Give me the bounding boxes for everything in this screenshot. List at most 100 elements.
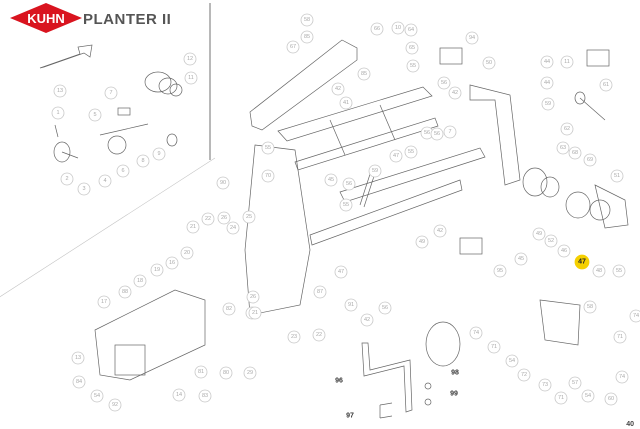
part-callout-56[interactable]: 56 [378, 301, 392, 315]
part-label-99[interactable]: 99 [448, 388, 460, 400]
part-callout-70[interactable]: 70 [261, 169, 275, 183]
part-callout-73[interactable]: 73 [538, 378, 552, 392]
part-callout-94[interactable]: 94 [465, 31, 479, 45]
part-callout-42[interactable]: 42 [360, 313, 374, 327]
part-callout-49[interactable]: 49 [532, 227, 546, 241]
part-callout-52[interactable]: 52 [544, 234, 558, 248]
part-callout-11[interactable]: 11 [560, 55, 574, 69]
part-callout-42[interactable]: 42 [448, 86, 462, 100]
part-callout-81[interactable]: 81 [194, 365, 208, 379]
part-callout-58[interactable]: 58 [300, 13, 314, 27]
part-callout-12[interactable]: 12 [183, 52, 197, 66]
part-callout-23[interactable]: 23 [287, 330, 301, 344]
part-callout-21[interactable]: 21 [186, 220, 200, 234]
part-callout-25[interactable]: 25 [242, 210, 256, 224]
part-callout-74[interactable]: 74 [629, 309, 640, 323]
part-callout-2[interactable]: 2 [60, 172, 74, 186]
part-callout-71[interactable]: 71 [613, 330, 627, 344]
part-callout-22[interactable]: 22 [312, 328, 326, 342]
part-callout-26[interactable]: 26 [217, 211, 231, 225]
part-callout-21[interactable]: 21 [248, 306, 262, 320]
part-callout-26[interactable]: 26 [246, 290, 260, 304]
part-callout-44[interactable]: 44 [540, 76, 554, 90]
part-callout-45[interactable]: 45 [514, 252, 528, 266]
part-callout-22[interactable]: 22 [201, 212, 215, 226]
part-callout-49[interactable]: 49 [415, 235, 429, 249]
part-callout-10[interactable]: 10 [391, 21, 405, 35]
part-callout-82[interactable]: 82 [222, 302, 236, 316]
part-callout-41[interactable]: 41 [339, 96, 353, 110]
part-callout-7[interactable]: 7 [104, 86, 118, 100]
part-callout-88[interactable]: 88 [118, 285, 132, 299]
part-callout-56[interactable]: 56 [430, 127, 444, 141]
part-callout-8[interactable]: 8 [136, 154, 150, 168]
part-callout-55[interactable]: 55 [406, 59, 420, 73]
part-callout-63[interactable]: 63 [556, 141, 570, 155]
part-callout-55[interactable]: 55 [612, 264, 626, 278]
part-callout-3[interactable]: 3 [77, 182, 91, 196]
part-callout-87[interactable]: 87 [313, 285, 327, 299]
part-label-96[interactable]: 96 [333, 375, 345, 387]
part-callout-47[interactable]: 47 [389, 149, 403, 163]
part-callout-4[interactable]: 4 [98, 174, 112, 188]
part-callout-59[interactable]: 59 [541, 97, 555, 111]
part-callout-74[interactable]: 74 [469, 326, 483, 340]
part-callout-54[interactable]: 54 [581, 389, 595, 403]
part-callout-56[interactable]: 56 [437, 76, 451, 90]
part-callout-13[interactable]: 13 [53, 84, 67, 98]
part-callout-67[interactable]: 67 [286, 40, 300, 54]
part-callout-61[interactable]: 61 [599, 78, 613, 92]
part-callout-58[interactable]: 58 [583, 300, 597, 314]
part-callout-48[interactable]: 48 [592, 264, 606, 278]
part-callout-50[interactable]: 50 [482, 56, 496, 70]
part-callout-45[interactable]: 45 [324, 173, 338, 187]
part-callout-54[interactable]: 54 [505, 354, 519, 368]
part-callout-66[interactable]: 66 [370, 22, 384, 36]
part-callout-55[interactable]: 55 [404, 145, 418, 159]
part-callout-74[interactable]: 74 [615, 370, 629, 384]
part-callout-18[interactable]: 18 [133, 274, 147, 288]
part-callout-90[interactable]: 90 [216, 176, 230, 190]
part-callout-85[interactable]: 85 [300, 30, 314, 44]
part-callout-24[interactable]: 24 [226, 221, 240, 235]
part-callout-29[interactable]: 29 [243, 366, 257, 380]
part-callout-91[interactable]: 91 [344, 298, 358, 312]
part-callout-56[interactable]: 56 [420, 126, 434, 140]
part-callout-17[interactable]: 17 [97, 295, 111, 309]
part-callout-57[interactable]: 57 [568, 376, 582, 390]
part-callout-55[interactable]: 55 [261, 141, 275, 155]
part-callout-54[interactable]: 54 [90, 389, 104, 403]
part-callout-69[interactable]: 69 [583, 153, 597, 167]
part-label-97[interactable]: 97 [344, 410, 356, 422]
part-callout-44[interactable]: 44 [540, 55, 554, 69]
part-callout-95[interactable]: 95 [493, 264, 507, 278]
part-callout-1[interactable]: 1 [51, 106, 65, 120]
part-callout-71[interactable]: 71 [487, 340, 501, 354]
part-callout-68[interactable]: 68 [568, 146, 582, 160]
part-callout-55[interactable]: 55 [339, 198, 353, 212]
part-callout-5[interactable]: 5 [88, 108, 102, 122]
part-callout-9[interactable]: 9 [152, 147, 166, 161]
part-callout-72[interactable]: 72 [517, 368, 531, 382]
part-callout-19[interactable]: 19 [150, 263, 164, 277]
part-callout-62[interactable]: 62 [560, 122, 574, 136]
part-callout-80[interactable]: 80 [219, 366, 233, 380]
part-callout-85[interactable]: 85 [357, 67, 371, 81]
part-callout-6[interactable]: 6 [116, 164, 130, 178]
part-callout-83[interactable]: 83 [198, 389, 212, 403]
part-callout-51[interactable]: 51 [610, 169, 624, 183]
part-callout-13[interactable]: 13 [71, 351, 85, 365]
part-label-98[interactable]: 98 [449, 367, 461, 379]
part-callout-20[interactable]: 20 [180, 246, 194, 260]
part-callout-46[interactable]: 46 [557, 244, 571, 258]
part-callout-16[interactable]: 16 [165, 256, 179, 270]
part-callout-47[interactable]: 47 [334, 265, 348, 279]
part-callout-14[interactable]: 14 [172, 388, 186, 402]
part-callout-71[interactable]: 71 [554, 391, 568, 405]
part-callout-92[interactable]: 92 [108, 398, 122, 412]
part-callout-42[interactable]: 42 [331, 82, 345, 96]
part-callout-59[interactable]: 59 [368, 164, 382, 178]
part-callout-84[interactable]: 84 [72, 375, 86, 389]
part-callout-11[interactable]: 11 [184, 71, 198, 85]
part-callout-42[interactable]: 42 [433, 224, 447, 238]
